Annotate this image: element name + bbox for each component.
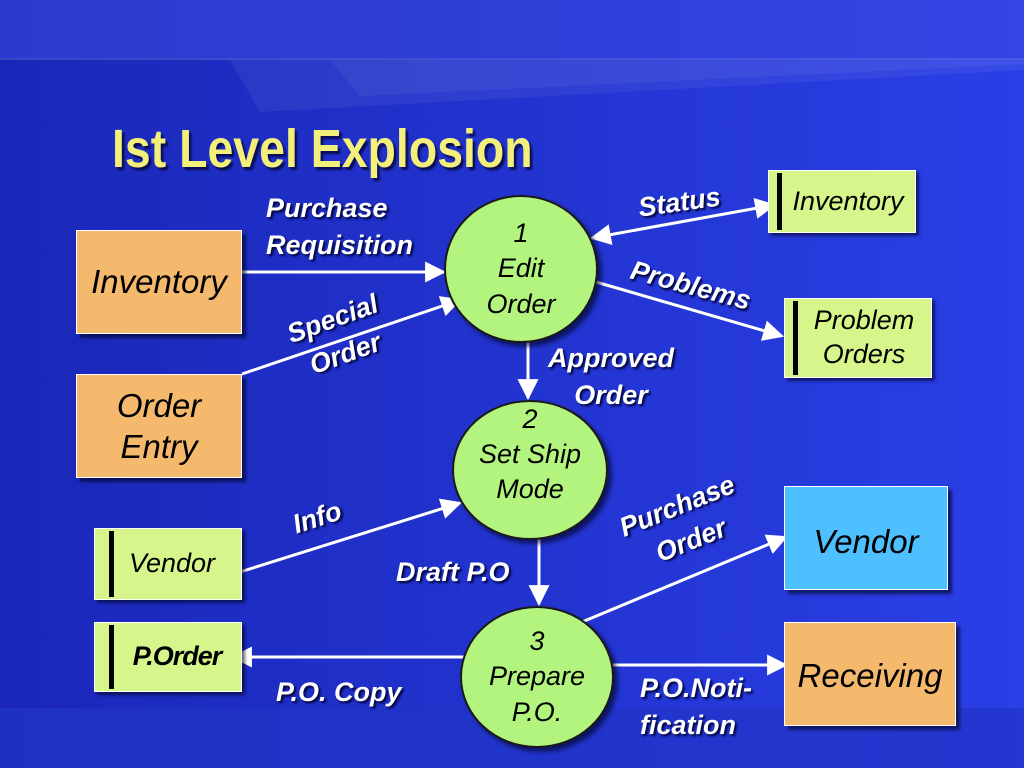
datastore-marker <box>109 531 114 597</box>
page-title: Ist Level Explosion <box>112 119 533 179</box>
flow-label-po-copy: P.O. Copy <box>276 674 402 711</box>
flow-label-draft-po: Draft P.O <box>396 554 510 591</box>
flow-label-approved-order: Approved Order <box>548 340 674 415</box>
flow-label-line: Order <box>574 380 648 411</box>
flow-label-line: Approved <box>548 343 675 373</box>
arrow-status <box>589 198 777 245</box>
entity-order-entry-line1: Order <box>116 386 202 424</box>
flow-label-po-notification: P.O.Noti- fication <box>640 670 752 745</box>
datastore-marker <box>793 301 798 375</box>
entity-vendor: Vendor <box>784 486 948 590</box>
process-set-ship-mode: 2 Set Ship Mode <box>452 400 608 540</box>
entity-order-entry: Order Entry <box>76 374 242 478</box>
arrow-info <box>239 498 463 574</box>
datastore-inventory-label: Inventory <box>792 185 904 216</box>
flow-label-line: Purchase <box>266 193 388 223</box>
process-2-line2: Mode <box>496 474 564 505</box>
process-2-number: 2 <box>522 404 538 434</box>
flow-label-line: fication <box>640 710 737 741</box>
entity-vendor-label: Vendor <box>813 523 919 560</box>
datastore-problem-orders-line1: Problem <box>813 305 915 336</box>
datastore-inventory: Inventory <box>768 170 916 233</box>
process-prepare-po: 3 Prepare P.O. <box>460 606 614 748</box>
arrow-special-order <box>241 296 462 376</box>
datastore-p-order: P.Order <box>94 622 242 692</box>
process-3-line1: Prepare <box>488 661 586 692</box>
datastore-vendor: Vendor <box>94 528 242 600</box>
flow-label-line: Requisition <box>266 230 413 261</box>
flow-label-line: P.O.Noti- <box>640 673 753 703</box>
datastore-problem-orders: Problem Orders <box>784 298 932 378</box>
process-2-line1: Set Ship <box>478 439 582 470</box>
process-1-line2: Order <box>486 288 556 319</box>
flow-label-purchase-requisition: Purchase Requisition <box>266 190 413 265</box>
datastore-marker <box>109 625 114 689</box>
entity-receiving-label: Receiving <box>797 657 943 694</box>
entity-order-entry-line2: Entry <box>120 428 198 465</box>
entity-inventory: Inventory <box>76 230 242 334</box>
process-1-number: 1 <box>513 218 529 249</box>
arrow-purchase-order <box>581 534 788 624</box>
process-1-line1: Edit <box>497 253 545 284</box>
flow-label-line: Draft P.O <box>396 557 510 587</box>
datastore-p-order-label: P.Order <box>132 641 223 672</box>
datastore-marker <box>777 173 782 230</box>
process-3-number: 3 <box>529 626 545 657</box>
datastore-vendor-label: Vendor <box>128 548 216 579</box>
entity-receiving: Receiving <box>784 622 956 726</box>
process-3-line2: P.O. <box>511 696 563 727</box>
arrow-problems <box>595 280 785 341</box>
flow-label-line: P.O. Copy <box>276 677 402 707</box>
datastore-problem-orders-line2: Orders <box>822 339 906 369</box>
process-edit-order: 1 Edit Order <box>444 195 598 343</box>
entity-inventory-label: Inventory <box>91 263 227 301</box>
